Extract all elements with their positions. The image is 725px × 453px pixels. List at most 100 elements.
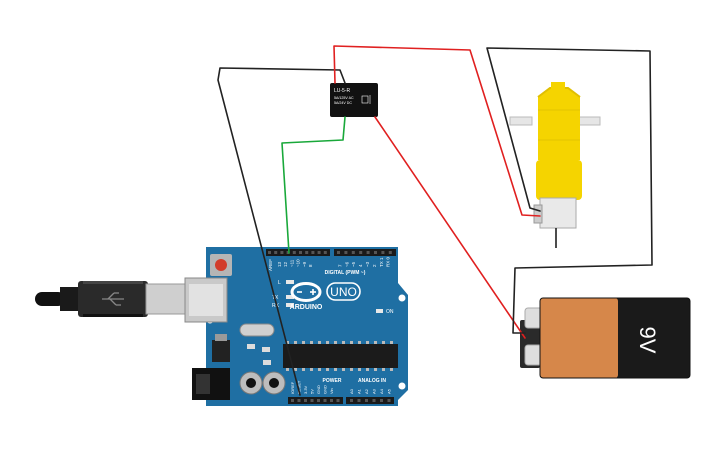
dc-gear-motor[interactable] — [509, 82, 601, 248]
analog-pin-label: A2 — [364, 388, 369, 394]
wire-black-motor-battery[interactable] — [486, 47, 653, 334]
motor-can — [539, 197, 577, 229]
led-l — [286, 280, 294, 284]
header-hole[interactable] — [274, 251, 278, 254]
analog-pin-label: A3 — [372, 388, 377, 394]
header-hole[interactable] — [359, 251, 363, 254]
header-hole[interactable] — [380, 399, 383, 402]
header-hole[interactable] — [337, 251, 340, 254]
wire-green-signal[interactable] — [281, 116, 346, 254]
power-header[interactable] — [288, 397, 343, 404]
chip-pin — [326, 368, 329, 371]
model-label: UNO — [330, 285, 357, 299]
header-hole[interactable] — [330, 399, 333, 402]
on-label: ON — [386, 309, 394, 315]
header-hole[interactable] — [297, 399, 301, 402]
wire-black-relay-gnd[interactable] — [217, 67, 346, 396]
usb-cable — [35, 281, 187, 317]
led-on — [376, 309, 383, 313]
header-hole[interactable] — [317, 251, 321, 254]
header-hole[interactable] — [351, 251, 355, 254]
chip-pin — [366, 368, 369, 371]
digital-pin-label: 2 — [372, 264, 377, 267]
relay-body — [330, 83, 378, 117]
power-pin-label: 3.3V — [303, 385, 308, 394]
digital-pin-label: ~5 — [351, 261, 356, 267]
chip-pin — [294, 341, 297, 344]
header-hole[interactable] — [286, 251, 290, 254]
header-hole[interactable] — [387, 399, 391, 402]
power-pin-label: Vin — [329, 388, 334, 394]
header-hole[interactable] — [366, 251, 370, 254]
chip-pin — [350, 341, 353, 344]
battery-voltage-label: 9V — [635, 327, 660, 354]
header-hole[interactable] — [268, 251, 271, 254]
power-pin-label: RESET — [297, 380, 302, 394]
header-hole[interactable] — [350, 399, 353, 402]
chip-pin — [326, 341, 329, 344]
chip-pin — [382, 341, 385, 344]
relay-module[interactable]: LU-5-R 5A/125V AC 5A/24V DC — [330, 83, 378, 117]
wire-red-relay-battery[interactable] — [374, 116, 526, 339]
header-hole[interactable] — [357, 399, 361, 402]
arduino-logo-icon — [290, 282, 322, 302]
digital-pin-label: TX 1 — [379, 257, 384, 267]
header-hole[interactable] — [304, 399, 307, 402]
header-hole[interactable] — [305, 251, 309, 254]
analog-pin-label: A5 — [387, 388, 392, 394]
header-hole[interactable] — [280, 251, 284, 254]
header-hole[interactable] — [381, 251, 385, 254]
battery-label-band — [540, 298, 618, 378]
digital-header-left[interactable] — [266, 249, 330, 256]
chip-pin — [342, 341, 345, 344]
header-hole[interactable] — [299, 251, 302, 254]
chip-pin — [390, 368, 393, 371]
led-rx — [286, 303, 294, 307]
usb-plug-metal — [145, 283, 187, 315]
chip-pin — [342, 368, 345, 371]
header-hole[interactable] — [372, 399, 376, 402]
analog-pin-label: A1 — [357, 388, 362, 394]
chip-pin — [318, 368, 321, 371]
battery-9v[interactable]: 9V — [520, 297, 691, 379]
chip-pin — [302, 368, 305, 371]
header-hole[interactable] — [336, 399, 340, 402]
chip-pin — [390, 341, 393, 344]
digital-pin-label: ~9 — [302, 261, 307, 267]
relay-rating-ac: 5A/125V AC — [334, 96, 354, 100]
digital-pin-label: 7 — [337, 264, 342, 267]
digital-header-right[interactable] — [334, 249, 396, 256]
power-pin-label: 5V — [310, 389, 315, 394]
header-hole[interactable] — [344, 251, 348, 254]
header-hole[interactable] — [374, 251, 377, 254]
chip-pin — [358, 341, 361, 344]
chip-pin — [374, 341, 377, 344]
relay-rating-dc: 5A/24V DC — [334, 101, 352, 105]
header-hole[interactable] — [311, 251, 315, 254]
usb-symbol-icon — [102, 292, 124, 306]
header-hole[interactable] — [365, 399, 368, 402]
aref-label: AREF — [268, 259, 273, 271]
header-hole[interactable] — [323, 251, 327, 254]
chip-pin — [302, 341, 305, 344]
header-hole[interactable] — [291, 399, 294, 402]
wires — [217, 45, 653, 396]
power-pin-label: GND — [316, 385, 321, 394]
header-hole[interactable] — [292, 251, 296, 254]
header-hole[interactable] — [310, 399, 314, 402]
chip-pin — [318, 341, 321, 344]
analog-pin-label: A4 — [379, 388, 384, 394]
analog-header[interactable] — [346, 397, 394, 404]
wire-red-relay-motor[interactable] — [333, 45, 541, 217]
header-hole[interactable] — [323, 399, 327, 402]
atmega-chip — [283, 344, 398, 368]
chip-pin — [294, 368, 297, 371]
chip-pin — [374, 368, 377, 371]
header-hole[interactable] — [317, 399, 320, 402]
analog-pin-label: A0 — [349, 388, 354, 394]
digital-pin-label: ~3 — [365, 261, 370, 267]
header-hole[interactable] — [388, 251, 392, 254]
chip-pin — [350, 368, 353, 371]
